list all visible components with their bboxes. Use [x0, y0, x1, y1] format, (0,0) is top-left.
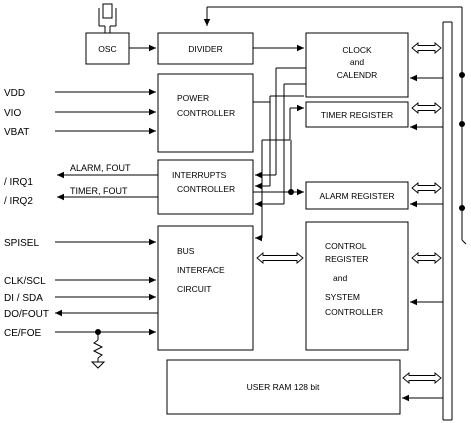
pin-vio-label: VIO: [4, 108, 21, 119]
user-ram-block: USER RAM 128 bit: [166, 359, 401, 415]
pin-vdd: VDD: [4, 88, 156, 99]
bus-interface-block: BUS INTERFACE CIRCUIT: [157, 225, 254, 351]
bus-label-line2: INTERFACE: [177, 265, 225, 275]
clock-label-line3: CALENDR: [337, 70, 378, 80]
clock-calendar-block: CLOCK and CALENDR: [305, 32, 409, 98]
pin-spisel: SPISEL: [4, 238, 156, 249]
control-label-line3: and: [333, 273, 347, 283]
pin-clk-scl-label: CLK/SCL: [4, 276, 46, 287]
power-controller-block: POWER CONTROLLER: [157, 73, 254, 153]
signal-alarm-fout: ALARM, FOUT: [70, 163, 131, 173]
pin-di-sda-label: DI / SDA: [4, 293, 43, 304]
control-label-line2: REGISTER: [325, 254, 368, 264]
pin-do-fout-label: DO/FOUT: [4, 309, 49, 320]
control-label-line1: CONTROL: [325, 241, 367, 251]
user-ram-label: USER RAM 128 bit: [247, 382, 320, 392]
power-label-line2: CONTROLLER: [177, 108, 235, 118]
clock-label-line1: CLOCK: [342, 45, 372, 55]
interrupts-label-line1: INTERRUPTS: [172, 170, 227, 180]
divider-label: DIVIDER: [188, 44, 222, 54]
internal-bus: [442, 21, 453, 421]
pin-vio: VIO: [4, 108, 156, 119]
timer-register-label: TIMER REGISTER: [321, 110, 393, 120]
pin-clk-scl: CLK/SCL: [4, 276, 156, 287]
interrupts-controller-block: INTERRUPTS CONTROLLER: [157, 159, 254, 215]
power-label-line1: POWER: [177, 93, 209, 103]
pin-ce-foe: CE/FOE: [4, 328, 156, 339]
bus-feed-line: [203, 6, 467, 245]
crystal-icon: [98, 3, 117, 33]
pin-do-fout: DO/FOUT: [4, 309, 158, 320]
pin-ce-foe-label: CE/FOE: [4, 328, 42, 339]
interrupts-label-line2: CONTROLLER: [177, 184, 235, 194]
bus-label-line3: CIRCUIT: [177, 284, 211, 294]
double-arrows: [256, 42, 442, 384]
pin-irq1: / IRQ1 ALARM, FOUT: [4, 163, 158, 188]
pin-spisel-label: SPISEL: [4, 238, 39, 249]
pin-irq2: / IRQ2 TIMER, FOUT: [4, 186, 158, 207]
bus-label-line1: BUS: [177, 246, 195, 256]
pin-irq2-label: / IRQ2: [4, 196, 33, 207]
control-label-line4: SYSTEM: [325, 292, 360, 302]
bus-return-arrows: [402, 74, 443, 402]
pin-irq1-label: / IRQ1: [4, 177, 33, 188]
divider-block: DIVIDER: [157, 32, 254, 65]
alarm-register-block: ALARM REGISTER: [305, 181, 409, 210]
control-register-block: CONTROL REGISTER and SYSTEM CONTROLLER: [305, 221, 409, 351]
pin-di-sda: DI / SDA: [4, 293, 156, 304]
pulldown-resistor-icon: [90, 332, 106, 369]
alarm-register-label: ALARM REGISTER: [319, 191, 394, 201]
osc-label: OSC: [98, 44, 116, 54]
pin-vdd-label: VDD: [4, 88, 25, 99]
pin-vbat: VBAT: [4, 127, 156, 138]
control-label-line5: CONTROLLER: [325, 307, 383, 317]
pin-vbat-label: VBAT: [4, 127, 29, 138]
clock-label-line2: and: [350, 57, 364, 67]
signal-timer-fout: TIMER, FOUT: [70, 186, 128, 196]
internal-wiring: [253, 67, 306, 242]
osc-block: OSC: [85, 32, 130, 65]
timer-register-block: TIMER REGISTER: [305, 101, 409, 128]
